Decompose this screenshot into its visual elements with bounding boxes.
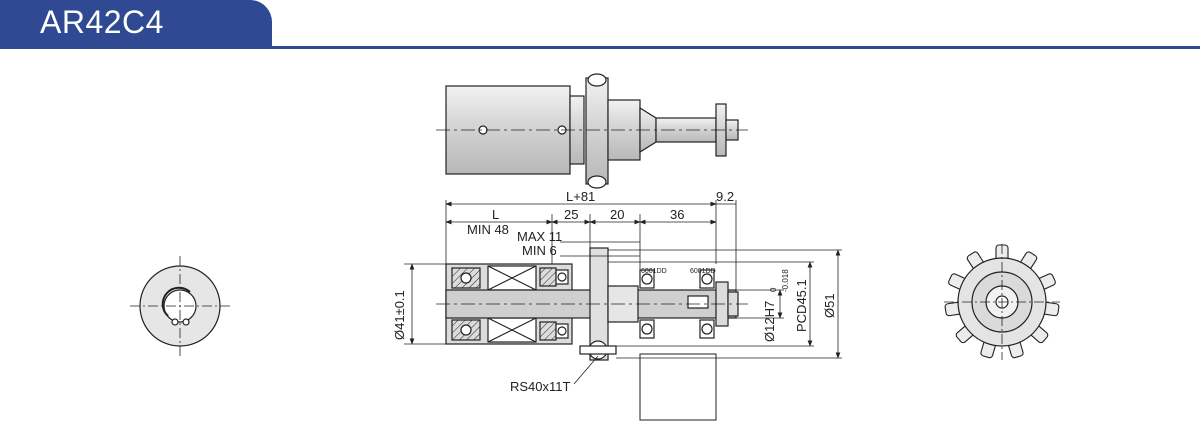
- dim-tip: 9.2: [716, 189, 734, 204]
- page-title: AR42C4: [40, 4, 164, 40]
- dim-seg2: 20: [610, 207, 624, 222]
- dim-pcd: PCD45.1: [794, 279, 809, 332]
- dim-bore: Ø12H7: [762, 301, 777, 342]
- bearing-label-b: 6001DD: [690, 268, 716, 275]
- dim-min-length: MIN 48: [467, 222, 509, 237]
- bearing-label-a: 6001DD: [641, 268, 667, 275]
- dim-outer-dia: Ø51: [822, 293, 837, 318]
- left-end-view: [130, 256, 230, 356]
- dim-max-stroke: MAX 11: [517, 229, 562, 244]
- dim-seg3: 36: [670, 207, 684, 222]
- dim-body-dia: Ø41±0.1: [392, 290, 407, 340]
- dim-bore-tol-upper: 0: [769, 287, 778, 292]
- header-rule: [0, 46, 1200, 49]
- section-view: [436, 247, 748, 421]
- dim-min-stroke: MIN 6: [522, 243, 557, 258]
- sprocket-end-view: [944, 244, 1060, 360]
- dim-length: L: [492, 207, 499, 222]
- dim-sprocket: RS40x11T: [510, 379, 571, 394]
- dim-overall: L+81: [566, 189, 595, 204]
- dim-seg1: 25: [564, 207, 578, 222]
- title-tab: AR42C4: [0, 0, 272, 48]
- dimension-lines: [404, 200, 842, 385]
- dim-bore-tol-lower: -0.018: [781, 269, 790, 292]
- top-view: [436, 73, 748, 189]
